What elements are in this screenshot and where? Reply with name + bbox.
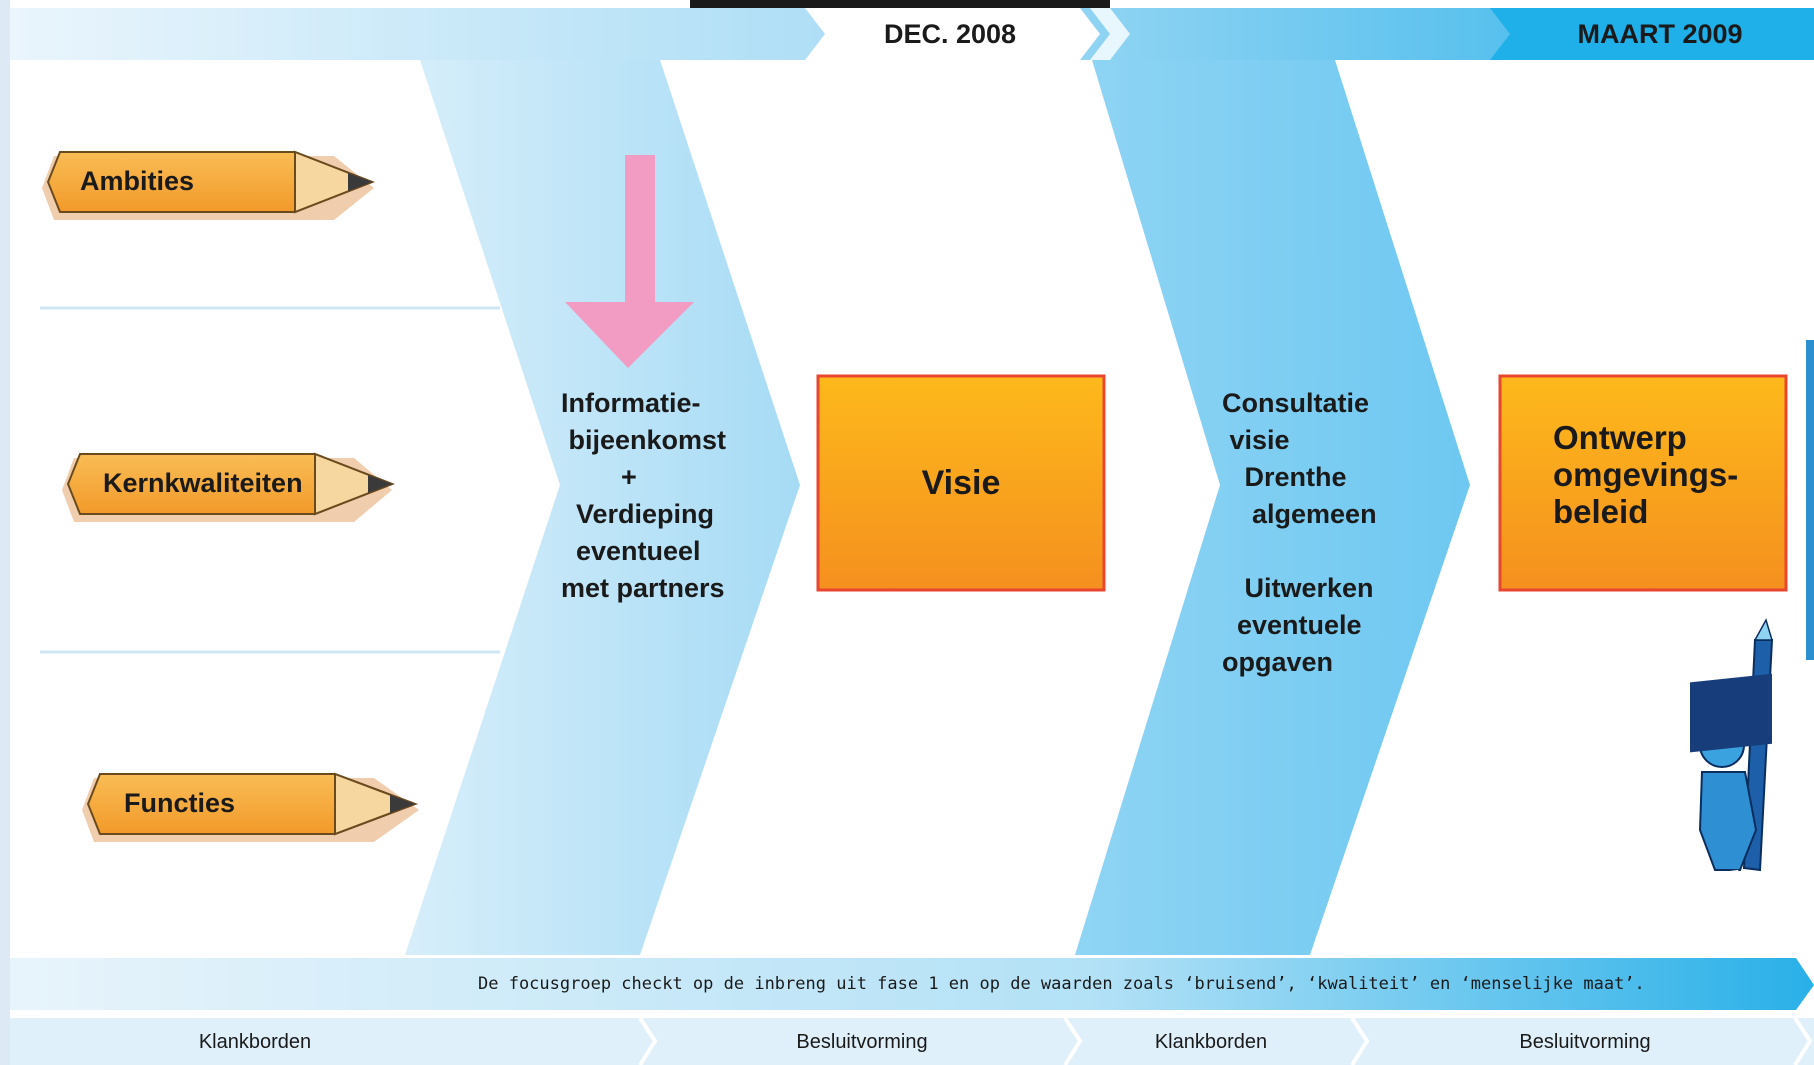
logo-block	[1690, 673, 1772, 753]
mascot-logo	[1690, 618, 1774, 872]
phase-text-consultatie: Consultatie visie Drenthe algemeen Uitwe…	[1222, 388, 1377, 677]
pencil-ambities	[42, 150, 375, 220]
focusgroep-note: De focusgroep checkt op de inbreng uit f…	[478, 974, 1645, 994]
pink-down-arrow	[565, 155, 694, 368]
phase-chevron-1	[405, 60, 800, 955]
timeline-date-dec-2008: DEC. 2008	[883, 19, 1017, 49]
pencil-label-kernkwaliteiten: Kernkwaliteiten	[103, 468, 303, 498]
footer-label-klankborden-2: Klankborden	[1154, 1031, 1268, 1053]
pencil-label-functies: Functies	[124, 788, 236, 818]
ontwerp-box-label: Ontwerp omgevings- beleid	[1553, 419, 1739, 530]
right-edge-strip	[1806, 340, 1814, 660]
pencil-functies	[82, 772, 419, 842]
timeline-date-tab-2	[1490, 8, 1814, 60]
ontwerp-box	[1498, 374, 1788, 592]
title-remnant	[690, 0, 1110, 8]
visie-box	[816, 374, 1106, 592]
footer-label-besluitvorming-2: Besluitvorming	[1519, 1031, 1651, 1053]
phase-text-informatie: Informatie- bijeenkomst + Verdieping eve…	[561, 388, 727, 603]
pencil-kernkwaliteiten	[62, 452, 395, 522]
pencil-label-ambities: Ambities	[80, 166, 195, 196]
footer-label-besluitvorming-1: Besluitvorming	[796, 1031, 928, 1053]
logo-text: DIT TEKENT DRENTHE!	[1694, 866, 1769, 921]
timeline-date-maart-2009: MAART 2009	[1577, 19, 1743, 49]
footer-label-klankborden-1: Klankborden	[198, 1031, 312, 1053]
timeline-date-tab-1	[805, 8, 1100, 60]
phase-chevron-2	[1075, 60, 1470, 955]
footer-bar	[10, 1018, 1814, 1065]
visie-box-label: Visie	[921, 463, 1001, 502]
note-bar	[10, 958, 1814, 1010]
